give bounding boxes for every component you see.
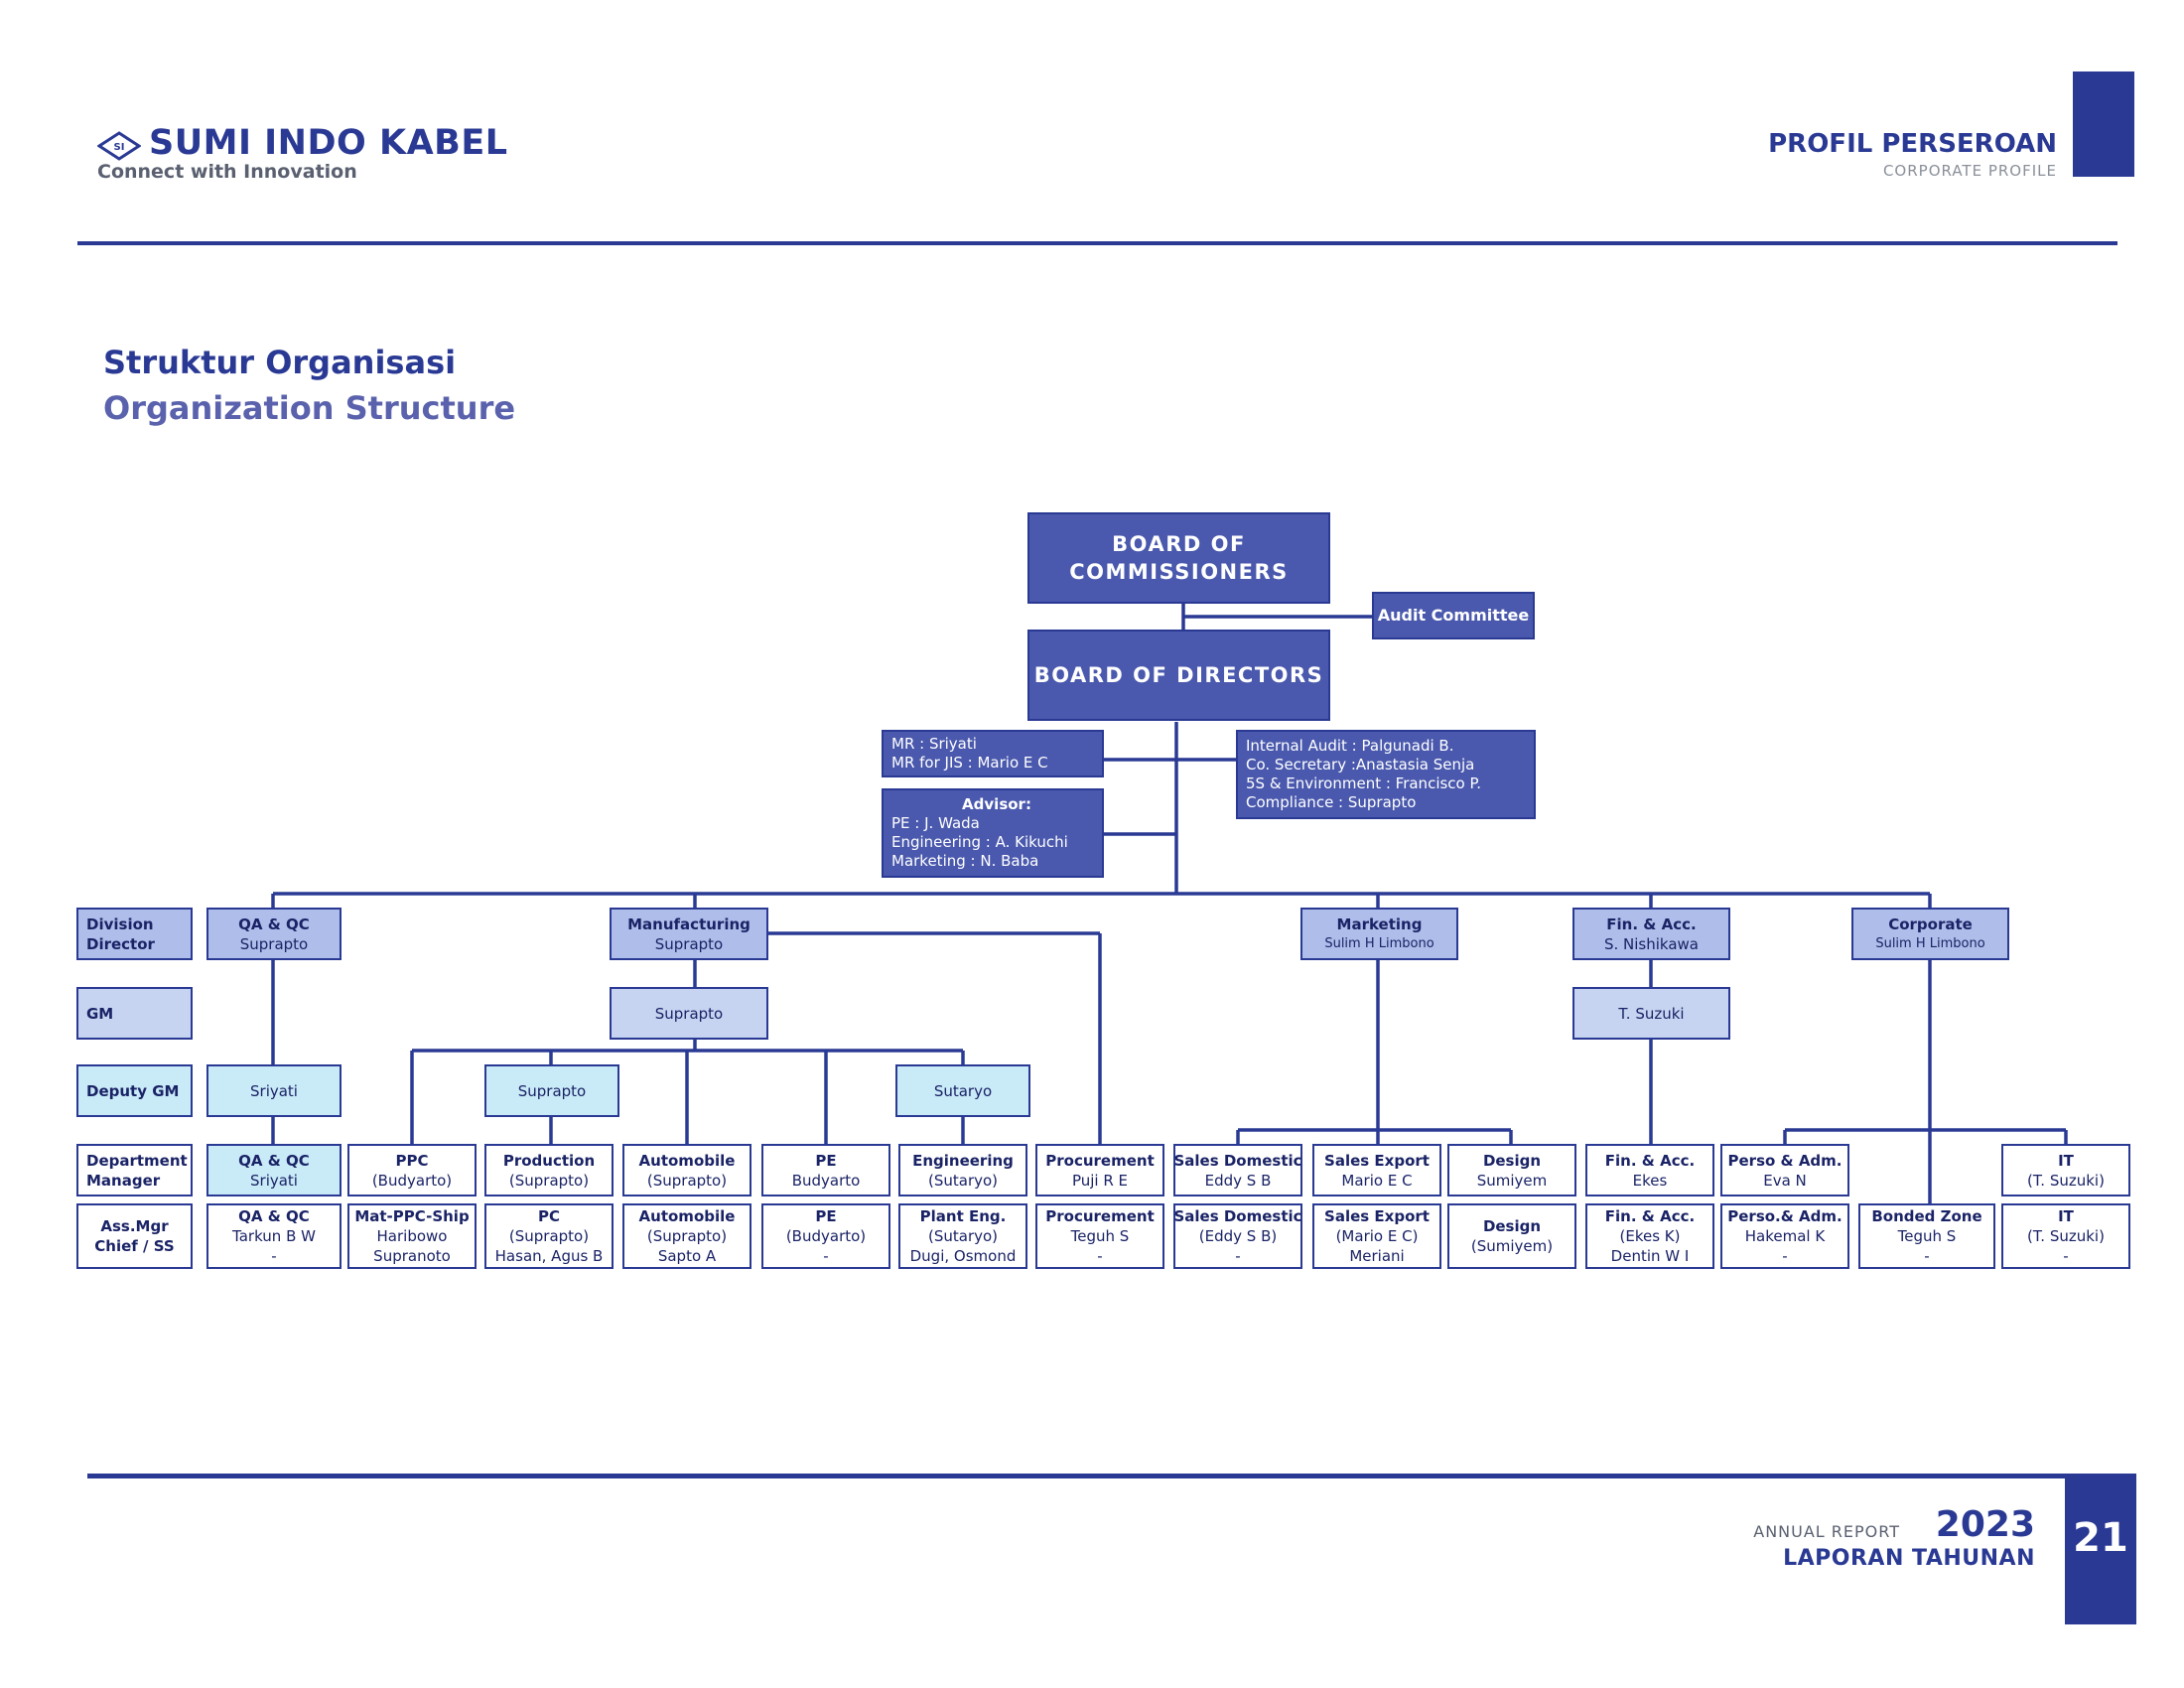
deputy-gm-engineering: Sutaryo xyxy=(895,1064,1030,1117)
svg-text:SI: SI xyxy=(114,142,125,153)
page-title: Struktur Organisasi xyxy=(103,344,457,381)
gm-manufacturing: Suprapto xyxy=(610,987,768,1040)
audit-committee: Audit Committee xyxy=(1372,592,1535,639)
dept-fin-acc: Fin. & Acc.Ekes xyxy=(1585,1144,1714,1196)
section-title: PROFIL PERSEROAN xyxy=(1768,129,2057,159)
corner-tab xyxy=(2073,71,2134,177)
asst-it: IT(T. Suzuki)- xyxy=(2001,1203,2130,1269)
deputy-gm-production: Suprapto xyxy=(484,1064,619,1117)
board-of-directors: BOARD OF DIRECTORS xyxy=(1027,630,1330,721)
dept-automobile: Automobile(Suprapto) xyxy=(622,1144,751,1196)
asst-fin-acc: Fin. & Acc.(Ekes K)Dentin W I xyxy=(1585,1203,1714,1269)
deputy-gm-qa: Sriyati xyxy=(206,1064,341,1117)
dept-it: IT(T. Suzuki) xyxy=(2001,1144,2130,1196)
brand-tagline: Connect with Innovation xyxy=(97,161,357,183)
dept-engineering: Engineering(Sutaryo) xyxy=(898,1144,1027,1196)
laporan-tahunan-label: LAPORAN TAHUNAN xyxy=(1783,1546,2035,1571)
asst-design: Design(Sumiyem) xyxy=(1447,1203,1576,1269)
asst-sales-domestic: Sales Domestic(Eddy S B)- xyxy=(1173,1203,1302,1269)
page-number: 21 xyxy=(2073,1515,2128,1561)
page-subtitle: Organization Structure xyxy=(103,389,516,427)
asst-perso-adm: Perso.& Adm.Hakemal K- xyxy=(1720,1203,1849,1269)
row-label-gm: GM xyxy=(76,987,193,1040)
asst-automobile: Automobile(Suprapto)Sapto A xyxy=(622,1203,751,1269)
asst-sales-export: Sales Export(Mario E C)Meriani xyxy=(1312,1203,1441,1269)
dept-production: Production(Suprapto) xyxy=(484,1144,614,1196)
company-logo-icon: SI xyxy=(97,131,141,161)
report-year: 2023 xyxy=(1935,1504,2035,1545)
dept-perso-adm: Perso & Adm.Eva N xyxy=(1720,1144,1849,1196)
internal-audit-box: Internal Audit : Palgunadi B.Co. Secreta… xyxy=(1236,730,1536,819)
header-divider xyxy=(77,241,2117,245)
asst-plant-eng: Plant Eng.(Sutaryo)Dugi, Osmond xyxy=(898,1203,1027,1269)
division-finance: Fin. & Acc.S. Nishikawa xyxy=(1572,908,1730,960)
section-subtitle: CORPORATE PROFILE xyxy=(1882,162,2057,180)
page-number-tab xyxy=(2065,1474,2136,1624)
asst-pc: PC(Suprapto)Hasan, Agus B xyxy=(484,1203,614,1269)
gm-finance: T. Suzuki xyxy=(1572,987,1730,1040)
row-label-deputy-gm: Deputy GM xyxy=(76,1064,193,1117)
brand-name: SUMI INDO KABEL xyxy=(149,123,508,163)
dept-ppc: PPC(Budyarto) xyxy=(347,1144,477,1196)
footer-divider xyxy=(87,1474,2065,1478)
annual-report-label: ANNUAL REPORT xyxy=(1753,1522,1900,1541)
asst-pe: PE(Budyarto)- xyxy=(761,1203,890,1269)
